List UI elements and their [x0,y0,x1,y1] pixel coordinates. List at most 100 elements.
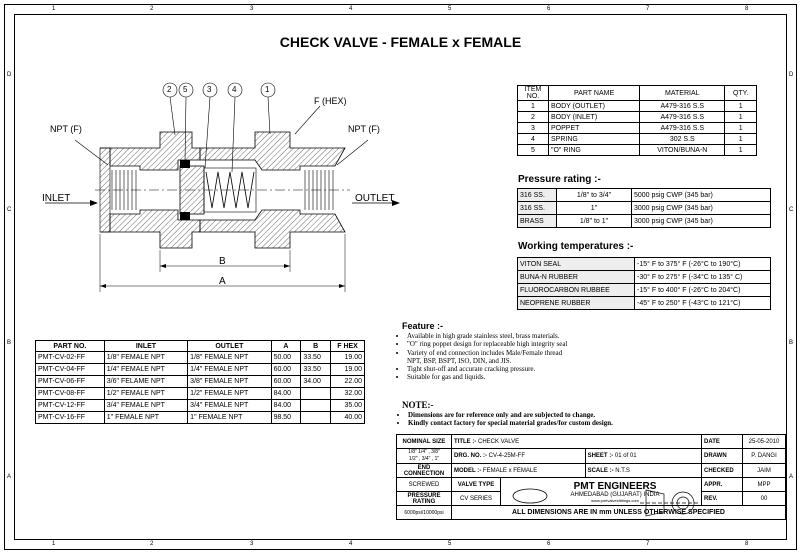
checked-value: JAIM [742,463,786,478]
zone-bottom-1: 1 [52,541,56,547]
table-cell: 302 S.S [639,133,726,145]
zone-right-d: D [789,72,794,78]
dims-header-inlet: INLET [103,340,189,352]
model-label: MODEL :- [454,467,482,474]
model-value: FEMALE x FEMALE [482,467,538,474]
nominal-size-label: NOMINAL SIZE [396,434,452,449]
table-cell: 3/6" FELAME NPT [103,375,189,388]
parts-table: ITEM NO. PART NAME MATERIAL QTY. 1 BODY (… [517,85,757,156]
table-cell: BODY (INLET) [547,111,641,123]
table-cell: 1/8" to 1" [556,214,632,228]
table-cell [300,411,332,424]
balloon-5: 5 [183,85,188,94]
table-row: 316 SS.1"3000 psig CWP (345 bar) [517,201,771,215]
table-cell: 98.50 [270,411,302,424]
zone-bottom-7: 7 [646,541,650,547]
table-cell: 22.00 [330,375,365,388]
list-item: Tight shut-off and accurate cracking pre… [407,365,567,373]
drg-label: DRG. NO. :- [454,453,487,459]
drg-value: CV-4-25M-FF [488,453,526,459]
balloon-3: 3 [207,85,212,94]
table-cell: FLUOROCARBON RUBBEE [517,283,635,297]
checked-label: CHECKED [701,463,743,478]
table-cell: 316 SS. [517,188,557,202]
parts-header-item: ITEM NO. [517,85,549,101]
table-cell: SPRING [547,133,641,145]
table-cell: 3/4" FEMALE NPT [103,399,189,412]
zone-top-7: 7 [646,6,650,12]
feature-section: Feature :- Available in high grade stain… [398,321,567,381]
balloon-2: 2 [167,85,172,94]
table-cell: PMT-CV-06-FF [35,375,105,388]
list-item: Variety of end connection includes Male/… [407,349,567,357]
table-cell: 1/2" FEMALE NPT [103,387,189,400]
list-item: Dimensions are for reference only and ar… [408,411,613,420]
zone-top-6: 6 [547,6,551,12]
drg-cell: DRG. NO. :- CV-4-25M-FF [451,448,586,464]
table-cell: 84.00 [270,387,302,400]
nominal-size-line2: 1/2" , 3/4" , 1" [408,456,440,462]
table-cell: 84.00 [270,399,302,412]
dims-header-part: PART NO. [35,340,105,352]
table-cell [300,399,332,412]
parts-header-row: ITEM NO. PART NAME MATERIAL QTY. [517,85,757,101]
dims-header-outlet: OUTLET [187,340,272,352]
list-item: NPT, BSP, BSPT, ISO, DIN, and JIS. [407,356,512,365]
table-cell: 60.00 [270,375,302,388]
temps-table: VITON SEAL-15° F to 375° F (-26°C to 190… [517,257,771,310]
o-ring-top [180,160,190,168]
table-cell: 1" [556,201,632,215]
table-row: SCREWED VALVE TYPE PMT ENGINEERS AHMEDAB… [396,477,786,506]
table-cell: -15° F to 375° F (-26°C to 190°C) [634,257,771,271]
table-cell: 5 [517,144,549,156]
table-row: 6000psi/10000psi ALL DIMENSIONS ARE IN m… [396,505,786,520]
f-hex-label: F (HEX) [314,96,347,106]
list-item: Kindly contact factory for special mater… [408,419,613,428]
table-cell: 40.00 [330,411,365,424]
table-cell: 1/4" FEMALE NPT [103,363,189,376]
table-cell: 50.00 [270,351,302,364]
zone-left-c: C [7,207,12,213]
table-cell: 316 SS. [517,201,557,215]
table-cell: "O" RING [547,144,641,156]
drawn-label: DRAWN [701,448,743,464]
zone-top-3: 3 [250,6,254,12]
table-cell: PMT-CV-04-FF [35,363,105,376]
table-cell: VITON SEAL [517,257,635,271]
table-cell: 2 [517,111,549,123]
dims-header-b: B [300,340,332,352]
pressure-table: 316 SS.1/8" to 3/4"5000 psig CWP (345 ba… [517,188,771,228]
pressure-rating-label: PRESSURE RATING [396,491,452,506]
scale-cell: SCALE :- N.T.S [584,463,703,478]
zone-top-4: 4 [349,6,353,12]
appr-label: APPR. [701,477,743,492]
npt-left-label: NPT (F) [50,124,82,134]
title-block: NOMINAL SIZE TITLE :- CHECK VALVE DATE 2… [396,434,786,520]
table-cell: 19.00 [330,351,365,364]
table-cell: 1 [724,144,757,156]
valve-type-label: VALVE TYPE [451,477,501,492]
table-cell: A479-316 S.S [639,111,726,123]
zone-right-c: C [789,207,794,213]
scale-value: N.T.S [615,467,630,474]
balloon-1: 1 [265,85,270,94]
table-cell: -15° F to 400° F (-26°C to 204°C) [634,283,771,297]
table-cell: 33.50 [300,363,332,376]
scale-label: SCALE :- [587,467,614,474]
table-row: END CONNECTION MODEL :- FEMALE x FEMALE … [396,463,786,478]
table-cell: A479-316 S.S [639,100,726,112]
table-cell: 3/8" FEMALE NPT [187,375,272,388]
table-row: BUNA-N RUBBER-30° F to 275° F (-34°C to … [517,270,771,284]
dims-header-fhex: F HEX [330,340,365,352]
drawn-value: P. DANGI [742,448,786,464]
table-cell: 3000 psig CWP (345 bar) [631,201,771,215]
outlet-body-lower [199,209,346,249]
